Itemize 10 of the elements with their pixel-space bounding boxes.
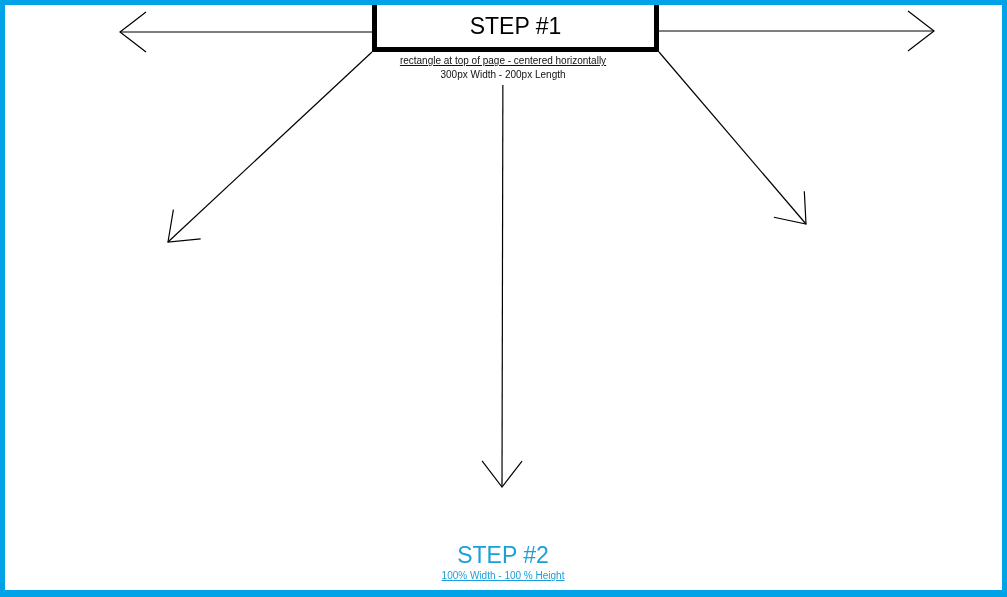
size-note: 300px Width - 200px Length	[440, 69, 566, 81]
size-note: 100% Width - 100 % Height	[441, 570, 565, 582]
position-note: rectangle at top of page - centered horizontally	[399, 55, 607, 67]
arrow	[658, 10, 935, 52]
step-title: STEP #1	[469, 12, 562, 40]
step-title: STEP #2	[457, 542, 549, 569]
arrow	[167, 51, 373, 243]
arrow	[658, 51, 807, 225]
arrow	[119, 11, 373, 53]
arrow	[481, 84, 523, 488]
